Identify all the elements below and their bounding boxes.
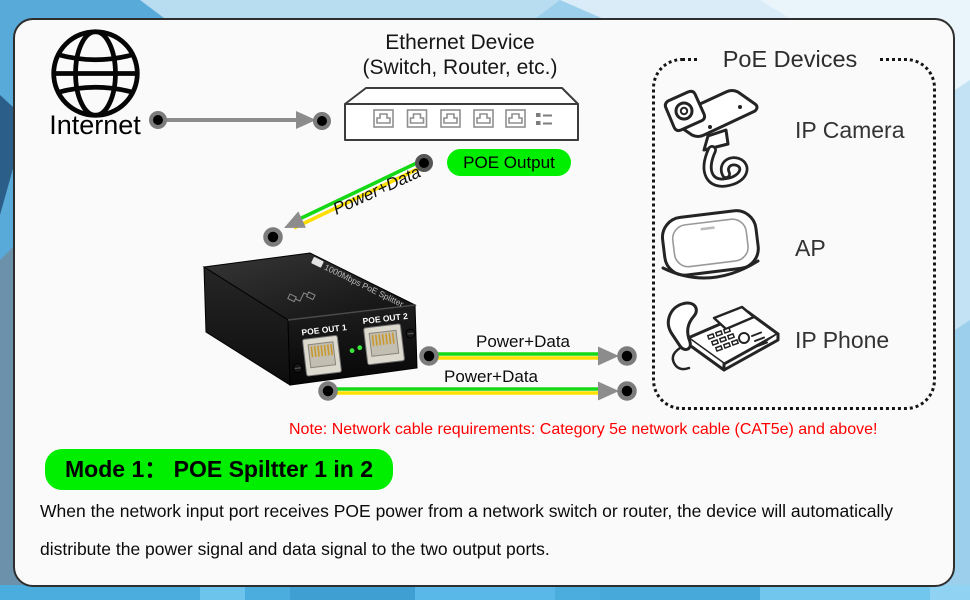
rj45-port-icons [373,109,526,128]
ip-camera-label: IP Camera [795,117,905,143]
ap-label: AP [795,235,826,261]
cable-requirement-note: Note: Network cable requirements: Catego… [289,421,878,438]
ip-camera-icon [663,89,759,188]
splitter-top-diagram [287,291,316,303]
ethernet-device-title: Ethernet Device [385,31,535,54]
ap-icon [660,209,760,280]
description-line-1: When the network input port receives POE… [40,501,894,521]
led-green-1 [349,348,355,354]
internet-globe-icon [51,29,140,118]
description-line-2: distribute the power signal and data sig… [40,539,550,559]
out2-cable-label: Power+Data [475,332,571,351]
out1-cable-label: Power+Data [443,367,539,386]
ip-phone-label: IP Phone [795,327,890,353]
ethernet-switch-illustration [344,87,579,141]
splitter-front-panel: POE OUT 1 POE OUT 2 [292,311,416,377]
mode-title-badge: Mode 1： POE Spiltter 1 in 2 [45,449,394,490]
rj45-out1-port [302,335,342,377]
internet-label: Internet [49,110,141,140]
rj45-out2-port [363,323,405,366]
ip-phone-icon [666,301,780,372]
poe-output-badge: POE Output [447,149,571,176]
poe-splitter-device: 1000Mbps PoE Splitter POE OUT 1 POE OUT … [202,252,418,386]
ethernet-device-subtitle: (Switch, Router, etc.) [362,56,558,79]
poe-devices-title: PoE Devices [700,44,880,75]
led-green-2 [357,345,363,351]
switch-led-indicators [536,113,552,125]
